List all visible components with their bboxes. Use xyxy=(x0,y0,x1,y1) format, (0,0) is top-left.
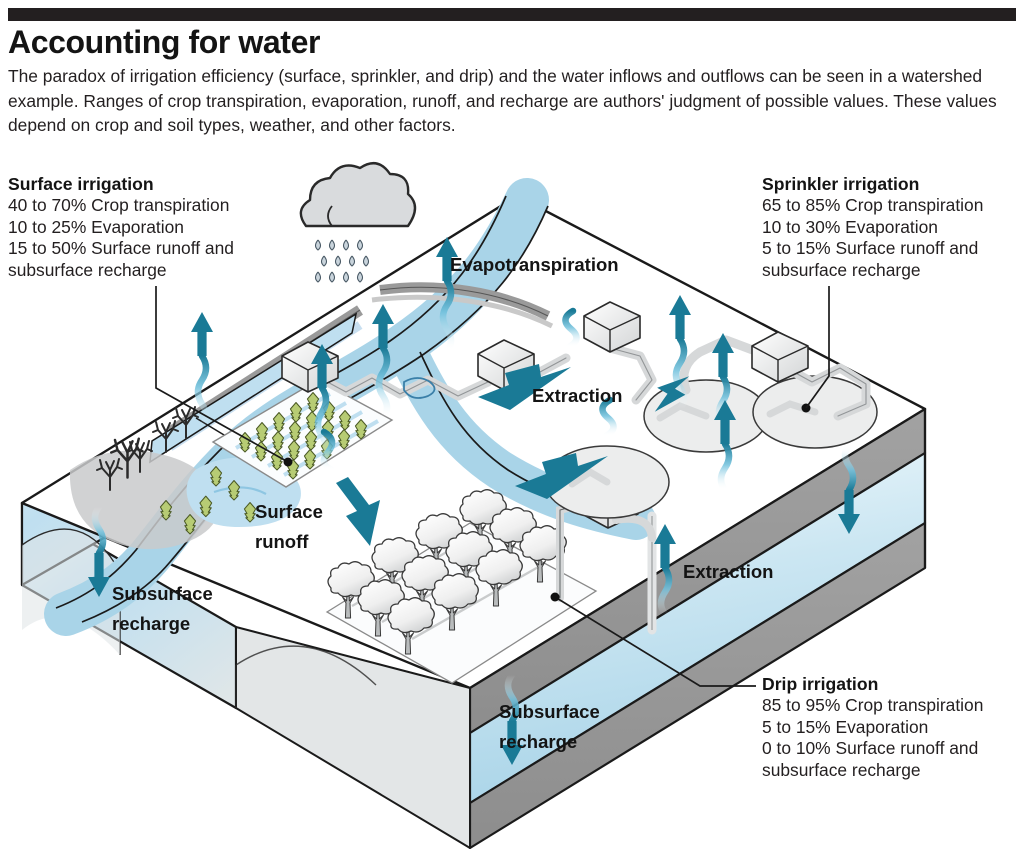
arrow-evap-river xyxy=(372,304,394,422)
pump-house-4 xyxy=(751,331,809,383)
leader-surface xyxy=(155,286,289,463)
annotation-heading: Surface irrigation xyxy=(8,174,154,194)
surface-crop-field xyxy=(211,379,394,488)
arrow-evap-right-ridge xyxy=(669,295,691,413)
annotation-line: subsurface recharge xyxy=(762,259,921,280)
leader-sprinkler xyxy=(805,286,830,409)
arrow-extraction-mid xyxy=(515,396,617,499)
annotation-line: 5 to 15% Surface runoff and xyxy=(762,238,979,259)
page-deck: The paradox of irrigation efficiency (su… xyxy=(8,66,997,136)
annotation-drip-irrigation: Drip irrigation 85 to 95% Crop transpira… xyxy=(762,674,1024,781)
annotation-line: 15 to 50% Surface runoff and xyxy=(8,238,234,259)
arrow-extraction-small xyxy=(654,376,690,412)
arrow-subsurface-recharge-left xyxy=(88,503,110,597)
label-evapotranspiration: Evapotranspiration xyxy=(450,254,619,275)
annotation-sprinkler-irrigation: Sprinkler irrigation 65 to 85% Crop tran… xyxy=(762,174,1024,281)
annotation-line: 40 to 70% Crop transpiration xyxy=(8,195,230,216)
label-surface-runoff-line1: Surface xyxy=(255,501,323,522)
top-rule xyxy=(8,8,1016,21)
label-subsurface-recharge-left-line1: Subsurface xyxy=(112,583,213,604)
annotation-line: 85 to 95% Crop transpiration xyxy=(762,695,984,716)
leader-drip xyxy=(554,596,756,687)
annotation-line: 10 to 25% Evaporation xyxy=(8,216,184,237)
annotation-surface-irrigation: Surface irrigation 40 to 70% Crop transp… xyxy=(8,174,276,281)
annotation-line: 5 to 15% Evaporation xyxy=(762,716,929,737)
arrow-evap-field xyxy=(311,344,333,462)
annotation-heading: Drip irrigation xyxy=(762,674,879,694)
flux-arrows xyxy=(88,237,860,765)
label-extraction-upper: Extraction xyxy=(532,385,622,406)
annotation-line: 65 to 85% Crop transpiration xyxy=(762,195,984,216)
label-subsurface-recharge-left-line2: recharge xyxy=(112,613,190,634)
arrow-evap-sprinkler-2 xyxy=(714,400,736,494)
label-extraction-lower: Extraction xyxy=(683,561,773,582)
arrow-extraction-upper xyxy=(478,307,580,410)
annotation-line: 10 to 30% Evaporation xyxy=(762,216,938,237)
diagram-labels: Evapotranspiration Extraction Extraction… xyxy=(112,254,773,752)
leader-lines xyxy=(155,286,830,687)
annotation-line: subsurface recharge xyxy=(762,759,921,780)
arrow-extraction-lower-up xyxy=(654,524,676,618)
raindrops xyxy=(314,239,370,283)
label-subsurface-recharge-bottom-line1: Subsurface xyxy=(499,701,600,722)
arrow-recharge-right-face xyxy=(838,442,860,534)
annotation-line: 0 to 10% Surface runoff and xyxy=(762,738,979,759)
pump-house-3 xyxy=(583,301,641,353)
label-surface-runoff-line2: runoff xyxy=(255,531,309,552)
page-title: Accounting for water xyxy=(8,24,321,60)
label-subsurface-recharge-bottom-line2: recharge xyxy=(499,731,577,752)
arrow-subsurface-recharge-bottom xyxy=(501,671,523,765)
annotation-line: subsurface recharge xyxy=(8,259,167,280)
rain-cloud xyxy=(299,162,417,283)
annotation-heading: Sprinkler irrigation xyxy=(762,174,920,194)
arrow-surface-runoff xyxy=(320,428,380,546)
arrow-evapotranspiration-main xyxy=(436,237,458,355)
